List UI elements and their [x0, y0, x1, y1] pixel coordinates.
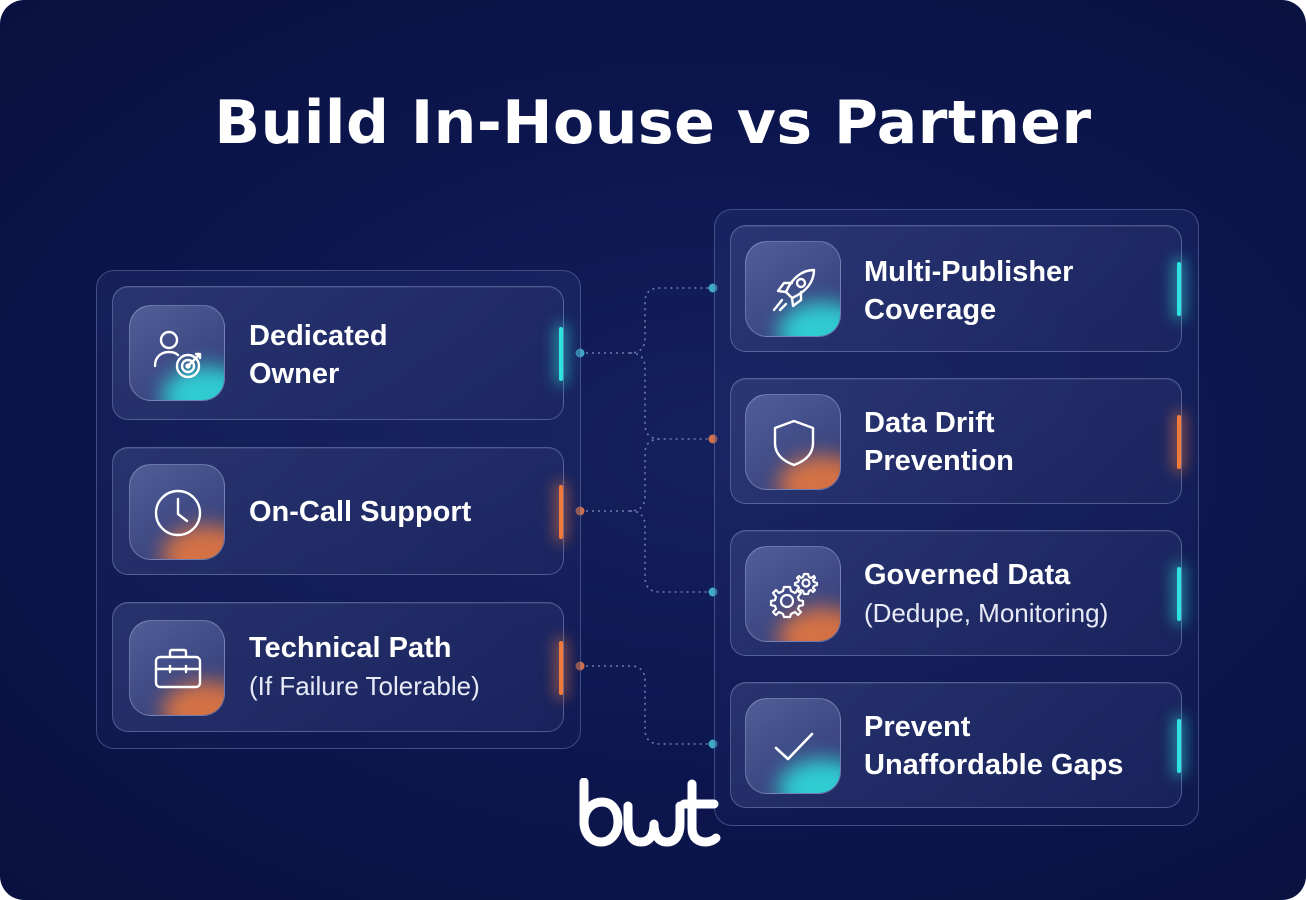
connector-dot [708, 283, 718, 293]
card-accent [559, 641, 563, 695]
card-on-call-support: On-Call Support [112, 447, 564, 575]
card-accent [1177, 415, 1181, 469]
card-accent [1177, 262, 1181, 316]
card-accent [1177, 719, 1181, 773]
user-target-icon [153, 330, 202, 379]
shield-icon [773, 419, 815, 467]
connector-support-to-governed [629, 510, 713, 593]
rocket-icon [772, 268, 816, 312]
icon-tile [745, 546, 841, 642]
checkmark-icon [774, 732, 814, 761]
connector-dot [708, 587, 718, 597]
card-technical-path: Technical Path (If Failure Tolerable) [112, 602, 564, 732]
card-dedicated-owner: Dedicated Owner [112, 286, 564, 420]
connector-dot [575, 661, 585, 671]
card-accent [559, 327, 563, 381]
card-label: Prevent Unaffordable Gaps [864, 711, 1124, 781]
card-accent [559, 485, 563, 539]
icon-tile [745, 698, 841, 794]
card-accent [1177, 567, 1181, 621]
connector-technical-to-gaps [580, 665, 713, 745]
briefcase-icon [154, 648, 202, 689]
icon-tile [745, 394, 841, 490]
card-label: Data Drift Prevention [864, 407, 1014, 477]
clock-icon [154, 489, 202, 537]
card-label: Governed Data (Dedupe, Monitoring) [864, 559, 1109, 628]
connector-support-to-drift [580, 438, 661, 512]
card-label: Technical Path (If Failure Tolerable) [249, 632, 480, 701]
card-label: Dedicated Owner [249, 320, 388, 390]
card-label: Multi-Publisher Coverage [864, 256, 1074, 326]
icon-tile [129, 620, 225, 716]
card-governed-data: Governed Data (Dedupe, Monitoring) [730, 530, 1182, 656]
bwt-logo [579, 778, 721, 847]
icon-tile [129, 305, 225, 401]
card-label: On-Call Support [249, 496, 472, 528]
connector-dot [575, 506, 585, 516]
card-multi-publisher: Multi-Publisher Coverage [730, 225, 1182, 352]
connector-owner-to-coverage [580, 287, 713, 354]
connector-dot [708, 434, 718, 444]
connector-dot [575, 348, 585, 358]
icon-tile [745, 241, 841, 337]
card-prevent-gaps: Prevent Unaffordable Gaps [730, 682, 1182, 808]
connector-owner-to-drift [629, 352, 713, 440]
card-data-drift: Data Drift Prevention [730, 378, 1182, 504]
connector-dot [708, 739, 718, 749]
icon-tile [129, 464, 225, 560]
gears-icon [769, 572, 819, 619]
page-title: Build In-House vs Partner [214, 88, 1092, 158]
